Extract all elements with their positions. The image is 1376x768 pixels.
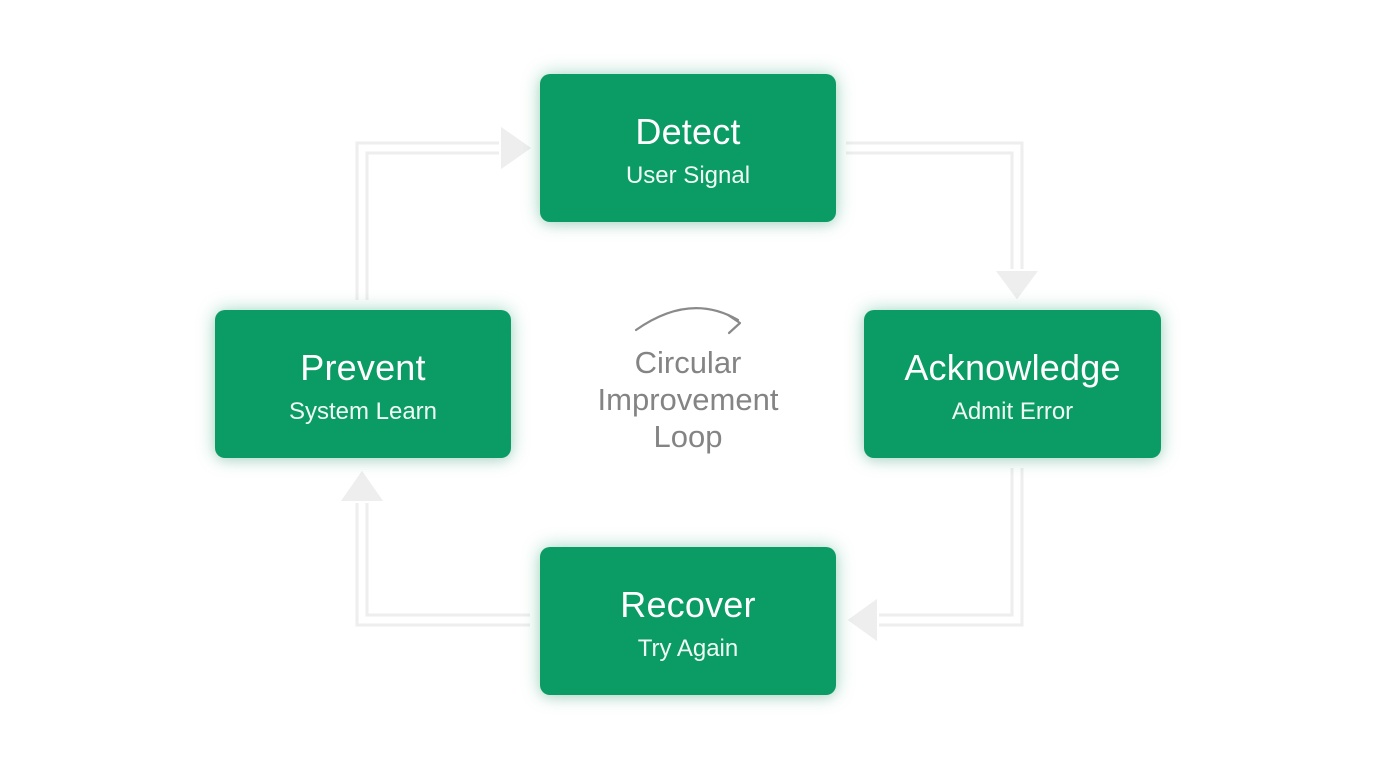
curved-arrow-icon [634, 307, 742, 335]
center-label-line: Improvement [597, 382, 779, 417]
arrow-head-icon [499, 123, 535, 173]
arrow-head-icon [844, 595, 879, 645]
connector-acknowledge-to-recover [844, 468, 1024, 645]
stage-detect: Detect User Signal [540, 74, 836, 222]
arrow-head-icon [337, 467, 387, 503]
stage-title: Acknowledge [904, 347, 1121, 388]
stage-subtitle: Try Again [637, 635, 739, 662]
stage-title: Recover [620, 584, 756, 625]
stage-subtitle: System Learn [288, 398, 438, 425]
arrow-head-icon [992, 269, 1042, 303]
stage-prevent: Prevent System Learn [215, 310, 511, 458]
stage-subtitle: Admit Error [951, 398, 1074, 425]
stage-recover: Recover Try Again [540, 547, 836, 695]
connector-detect-to-acknowledge [846, 141, 1042, 303]
stage-title: Prevent [300, 347, 426, 388]
center-label-line: Loop [653, 419, 723, 454]
center-label: Circular Improvement Loop [568, 344, 808, 455]
stage-acknowledge: Acknowledge Admit Error [864, 310, 1161, 458]
connector-prevent-to-detect [355, 123, 535, 300]
stage-subtitle: User Signal [625, 162, 751, 189]
stage-title: Detect [635, 111, 741, 152]
center-label-line: Circular [634, 345, 742, 380]
connector-recover-to-prevent [337, 467, 530, 627]
